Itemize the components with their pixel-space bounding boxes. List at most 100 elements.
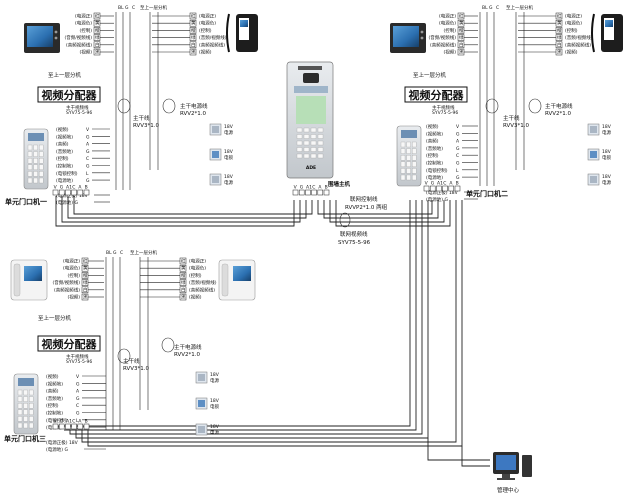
bus-pin-label: C (120, 250, 123, 256)
keypad-key (412, 141, 417, 148)
psu-voltage: 18V (602, 149, 612, 155)
terminal-signal: (视频) (189, 294, 202, 301)
bottom-terminal (436, 185, 442, 192)
bottom-terminal-label: V (425, 181, 429, 187)
keypad-key (303, 127, 310, 133)
psu-name: 电锁 (602, 154, 611, 161)
terminal-color: 白 (83, 286, 88, 293)
keypad-key (317, 153, 324, 159)
terminal-signal: (音频视频线) (66, 41, 92, 48)
video-distributor-label-2: 视频分配器 (409, 88, 465, 102)
panel-term: C (456, 153, 459, 159)
terminal-color: 红 (191, 13, 196, 20)
terminal-signal: (控制) (189, 272, 202, 279)
keypad-key (317, 127, 324, 133)
terminal-signal: (电源负) (565, 20, 582, 27)
terminal-signal: (音频/视频线) (428, 34, 456, 41)
terminal-color: 黄 (191, 20, 196, 27)
psu-voltage: 18V (602, 174, 612, 180)
terminal-signal: (电源负) (63, 265, 80, 272)
terminal-signal: (视频) (67, 294, 80, 301)
panel-signal: (音频) (46, 388, 59, 395)
keypad-key (412, 148, 417, 154)
bottom-terminal (454, 185, 461, 192)
upper-floor-note-3: 至上一层分机 (38, 314, 72, 322)
terminal-signal: (电源负) (439, 20, 456, 27)
net-control-spec: RVVP2*1.0 两组 (345, 203, 388, 211)
power-label: (电源地) G (56, 199, 78, 206)
door-panel-unit-2 (396, 125, 422, 187)
panel-signal: (电源地) (426, 174, 443, 181)
keypad-key (296, 127, 303, 133)
terminal-signal: (电源正) (63, 258, 80, 265)
terminal-color: 橙 (459, 27, 464, 34)
power-main-label: 主干电源线 (180, 102, 208, 110)
terminal-signal: (视频) (443, 49, 456, 56)
keypad-key (33, 164, 38, 170)
terminal-color: 红 (459, 13, 464, 20)
unit-2-label: 单元门口机二 (466, 189, 508, 198)
terminal-signal: (电源正) (75, 13, 92, 20)
terminal-color: 绿 (83, 279, 88, 286)
terminal-color: 白 (181, 286, 186, 293)
indoor-monitor-white (10, 259, 48, 301)
terminal-signal: (视频) (79, 49, 92, 56)
terminal-signal: (音频视频线) (199, 41, 225, 48)
terminal-signal: (视频) (565, 49, 578, 56)
keypad-key (317, 147, 324, 152)
bottom-terminal-label: A1 (306, 185, 312, 191)
main-line-label: 主干线 (133, 114, 150, 122)
bottom-terminal-label: B (456, 181, 459, 187)
keypad-key (33, 158, 38, 164)
keypad-key (23, 422, 28, 429)
bottom-terminal (423, 185, 430, 192)
psu-voltage: 18V (210, 372, 220, 378)
psu-face (590, 126, 597, 133)
terminal-signal: (电源正) (439, 13, 456, 20)
indoor-monitor-handset (226, 13, 258, 53)
psu-name: 电源 (224, 179, 233, 186)
keypad-key (29, 416, 34, 422)
keypad-key (33, 171, 38, 177)
terminal-color: 红 (181, 258, 186, 265)
panel-term: V (76, 374, 80, 380)
panel-signal: (控制) (56, 155, 69, 162)
keypad-key (303, 134, 310, 139)
terminal-color: 黑 (181, 295, 186, 301)
panel-signal: (电锁控制) (56, 170, 78, 177)
psu-voltage: 18V (224, 174, 234, 180)
bottom-terminal-label: G (431, 181, 435, 187)
keypad-key (400, 155, 406, 161)
indoor-monitor-handset-2 (591, 13, 623, 53)
bottom-terminal-label: G (300, 185, 304, 191)
keypad-key (296, 134, 303, 139)
terminal-signal: (控制) (79, 27, 92, 34)
terminal-signal: (电源负) (199, 20, 216, 27)
terminal-color: 绿 (459, 34, 464, 41)
keypad-key (310, 127, 317, 133)
panel-signal: (电源地) (56, 177, 73, 184)
terminal-signal: (电源正) (189, 258, 206, 265)
bottom-terminal-label: A (78, 185, 82, 191)
keypad-key (400, 168, 406, 174)
keypad-key (310, 140, 317, 146)
bottom-terminal-label: C (312, 185, 315, 191)
bottom-terminal (83, 423, 90, 430)
keypad-key (406, 148, 411, 154)
terminal-color: 黑 (83, 295, 88, 301)
panel-term: G (76, 381, 80, 387)
terminal-color: 绿 (557, 34, 562, 41)
panel-term: G (456, 146, 460, 152)
bottom-terminal (65, 423, 71, 430)
keypad-key (406, 168, 411, 174)
bus-pin-label: C (132, 5, 135, 11)
indoor-monitor-screen (24, 23, 60, 53)
keypad-key (29, 389, 34, 396)
keypad-key (317, 140, 324, 146)
keypad-key (310, 147, 317, 152)
video-distributor-label: 视频分配器 (42, 88, 98, 102)
keypad-key (39, 164, 44, 170)
bottom-terminal (58, 423, 65, 430)
